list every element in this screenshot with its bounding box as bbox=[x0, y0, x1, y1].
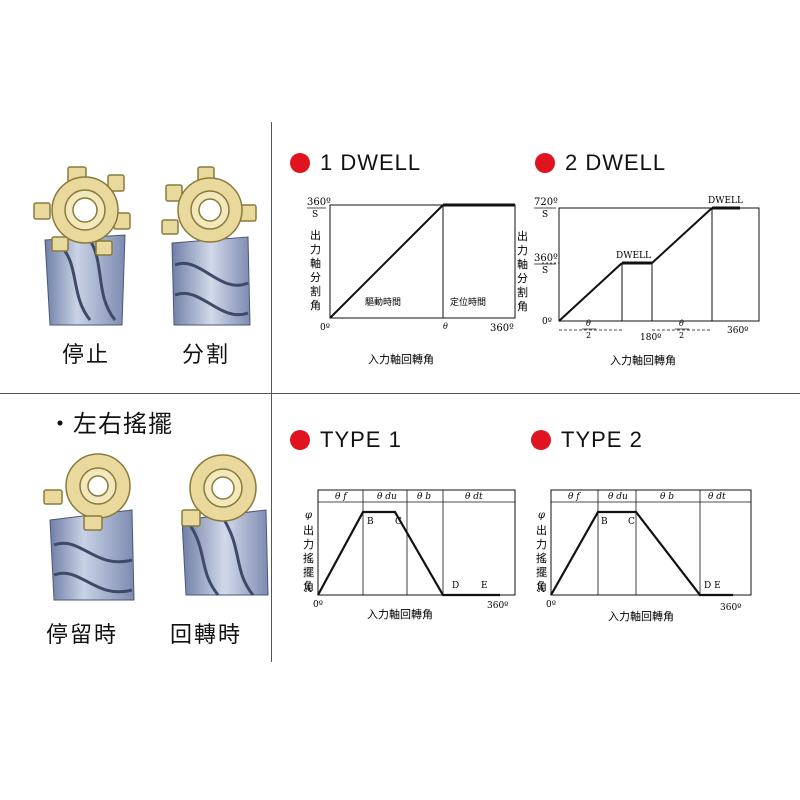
y-axis-title-3: 軸 bbox=[310, 256, 321, 270]
y-axis-title-3: 搖 bbox=[536, 552, 547, 565]
point-c-label: C bbox=[395, 517, 402, 527]
x-end-label: 360º bbox=[490, 323, 514, 334]
region-drive-label: 驅動時間 bbox=[365, 297, 401, 308]
y-mid-sub: S bbox=[542, 266, 548, 276]
point-a-label: A bbox=[304, 585, 312, 595]
cam-illustration-index bbox=[161, 166, 257, 326]
dwell-top-label: DWELL bbox=[708, 196, 743, 206]
x-start-label: 0º bbox=[313, 600, 323, 610]
x-mid-label: 180º bbox=[640, 333, 661, 343]
y-axis-title-4: 分 bbox=[517, 272, 528, 285]
y-axis-title-3: 軸 bbox=[517, 257, 528, 271]
seg-dt-label: θ dt bbox=[465, 492, 483, 502]
vertical-divider bbox=[271, 122, 272, 662]
phi-label: φ bbox=[305, 510, 312, 521]
x-theta-label: θ bbox=[443, 322, 448, 331]
y-axis-title-4: 擺 bbox=[536, 565, 547, 579]
seg-du-label: θ du bbox=[377, 492, 397, 502]
y-axis-title-1: 出 bbox=[536, 523, 547, 537]
seg-b-label: θ b bbox=[417, 492, 431, 502]
caption-dwell-time: 停留時 bbox=[46, 623, 119, 648]
chart-1-dwell: 360º S 出 力 軸 分 割 角 驅動時間 定位時間 0º θ 360º 入… bbox=[307, 197, 516, 366]
y-axis-title-6: 角 bbox=[310, 299, 321, 312]
y-axis-title-5: 角 bbox=[536, 580, 547, 593]
heading-type-1: TYPE 1 bbox=[290, 427, 402, 453]
y-axis-title-2: 力 bbox=[303, 538, 314, 551]
cam-illustration-stop bbox=[33, 166, 131, 326]
chart-type-1: θ f θ du θ b θ dt φ 出 力 搖 擺 角 A B C D E … bbox=[303, 489, 516, 621]
point-b-label: B bbox=[367, 517, 374, 527]
point-de-label: D E bbox=[704, 581, 721, 591]
y-axis-title-2: 力 bbox=[536, 538, 547, 551]
caption-stop: 停止 bbox=[62, 343, 111, 368]
seg-dt-label: θ dt bbox=[708, 492, 726, 502]
section-title-oscillation: ・左右搖擺 bbox=[48, 410, 173, 438]
dwell-mid-label: DWELL bbox=[616, 251, 651, 261]
heading-2-dwell: 2 DWELL bbox=[535, 150, 666, 176]
x-start-label: 0º bbox=[320, 323, 330, 333]
oscillation-illustration-rotate bbox=[181, 454, 269, 596]
x-axis-title: 入力軸回轉角 bbox=[368, 352, 434, 366]
bullet-icon bbox=[531, 430, 551, 450]
y-axis-title-1: 出 bbox=[303, 523, 314, 537]
horizontal-divider bbox=[0, 393, 800, 394]
theta-half-num-1: θ bbox=[586, 319, 591, 328]
region-position-label: 定位時間 bbox=[450, 296, 486, 308]
caption-index: 分割 bbox=[182, 343, 231, 368]
bullet-icon bbox=[535, 153, 555, 173]
theta-half-num-2: θ bbox=[679, 319, 684, 328]
y-axis-title-5: 角 bbox=[303, 580, 314, 593]
y-axis-title-3: 搖 bbox=[303, 552, 314, 565]
y-axis-title-1: 出 bbox=[310, 228, 321, 242]
seg-f-label: θ f bbox=[335, 492, 348, 502]
heading-type-2: TYPE 2 bbox=[531, 427, 643, 453]
heading-1-dwell-text: 1 DWELL bbox=[320, 150, 422, 175]
y-axis-title-1: 出 bbox=[517, 229, 528, 243]
caption-rotate-time: 回轉時 bbox=[170, 623, 243, 648]
seg-f-label: θ f bbox=[568, 492, 581, 502]
y-top-sub: S bbox=[542, 210, 548, 220]
theta-half-den-1: 2 bbox=[586, 331, 591, 340]
point-b-label: B bbox=[601, 517, 608, 527]
y-axis-title-4: 擺 bbox=[303, 565, 314, 579]
heading-1-dwell: 1 DWELL bbox=[290, 150, 421, 176]
x-end-label: 360º bbox=[727, 326, 748, 336]
y-top-sub: S bbox=[312, 210, 318, 220]
point-c-label: C bbox=[628, 517, 635, 527]
y-axis-title-5: 割 bbox=[310, 284, 321, 298]
y-zero-label: 0º bbox=[542, 317, 552, 327]
heading-type-1-text: TYPE 1 bbox=[320, 427, 402, 452]
x-axis-title: 入力軸回轉角 bbox=[608, 609, 674, 623]
phi-label: φ bbox=[538, 510, 545, 521]
point-d-label: D bbox=[452, 581, 459, 591]
theta-half-den-2: 2 bbox=[679, 331, 684, 340]
y-mid-label: 360º bbox=[534, 253, 558, 264]
seg-b-label: θ b bbox=[660, 492, 674, 502]
y-top-label: 360º bbox=[307, 197, 331, 208]
y-axis-title-6: 角 bbox=[517, 300, 528, 313]
heading-2-dwell-text: 2 DWELL bbox=[565, 150, 667, 175]
x-end-label: 360º bbox=[720, 603, 741, 613]
point-e-label: E bbox=[481, 581, 488, 591]
y-axis-title-5: 割 bbox=[517, 285, 528, 299]
oscillation-illustration-dwell bbox=[43, 453, 135, 601]
y-axis-title-2: 力 bbox=[517, 244, 528, 257]
x-start-label: 0º bbox=[546, 600, 556, 610]
chart-2-dwell: 720º S 360º S 出 力 軸 分 割 角 0º DWELL DWELL… bbox=[517, 196, 760, 367]
x-axis-title: 入力軸回轉角 bbox=[610, 353, 676, 367]
seg-du-label: θ du bbox=[608, 492, 628, 502]
x-axis-title: 入力軸回轉角 bbox=[367, 607, 433, 621]
heading-type-2-text: TYPE 2 bbox=[561, 427, 643, 452]
point-a-label: A bbox=[537, 585, 545, 595]
y-top-label: 720º bbox=[534, 197, 558, 208]
bullet-icon bbox=[290, 153, 310, 173]
x-end-label: 360º bbox=[487, 601, 508, 611]
bullet-icon bbox=[290, 430, 310, 450]
chart-type-2: θ f θ du θ b θ dt φ 出 力 搖 擺 角 A B C D E … bbox=[536, 489, 752, 623]
y-axis-title-4: 分 bbox=[310, 271, 321, 284]
y-axis-title-2: 力 bbox=[310, 243, 321, 256]
